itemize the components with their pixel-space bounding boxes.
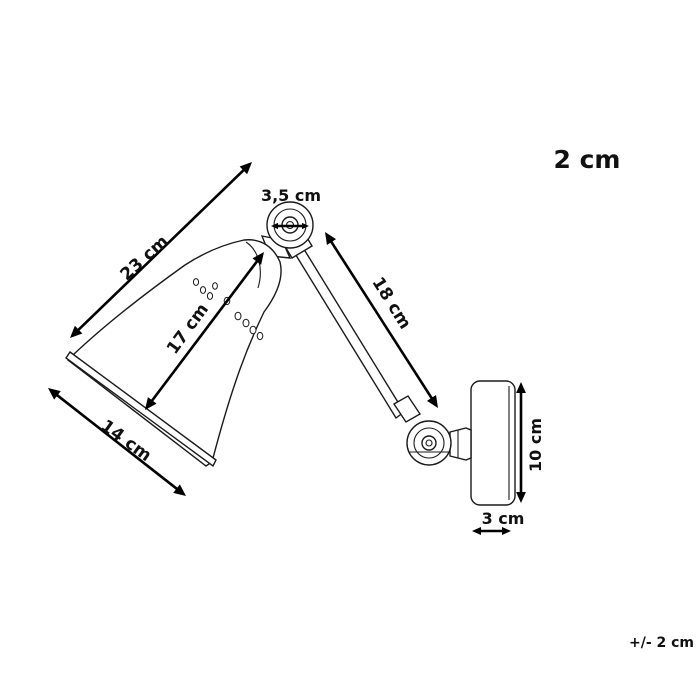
elbow-joint bbox=[406, 420, 452, 466]
arm-length-label: 18 cm bbox=[368, 274, 415, 333]
shade-vent-holes bbox=[192, 278, 264, 341]
base-connector bbox=[449, 427, 472, 461]
joint-diameter-arrow bbox=[271, 222, 309, 230]
shade-diameter-arrow bbox=[48, 388, 186, 496]
base-height-arrow bbox=[516, 382, 526, 503]
wall-mount-base bbox=[470, 380, 516, 506]
base-depth-arrow bbox=[472, 526, 511, 536]
arm-length-arrow bbox=[325, 232, 438, 408]
scale-note-label: 2 cm bbox=[554, 145, 621, 174]
joint-diameter-label: 3,5 cm bbox=[261, 186, 321, 205]
base-depth-label: 3 cm bbox=[482, 509, 525, 528]
shade-height-arrow bbox=[145, 252, 264, 410]
wall-lamp-illustration bbox=[65, 201, 516, 506]
dimension-arrows bbox=[48, 162, 526, 536]
tolerance-note-label: +/- 2 cm bbox=[629, 635, 694, 651]
lamp-length-arrow bbox=[70, 162, 252, 338]
lamp-length-label: 23 cm bbox=[117, 232, 173, 285]
base-height-label: 10 cm bbox=[526, 418, 545, 472]
shade-diameter-label: 14 cm bbox=[97, 416, 155, 466]
